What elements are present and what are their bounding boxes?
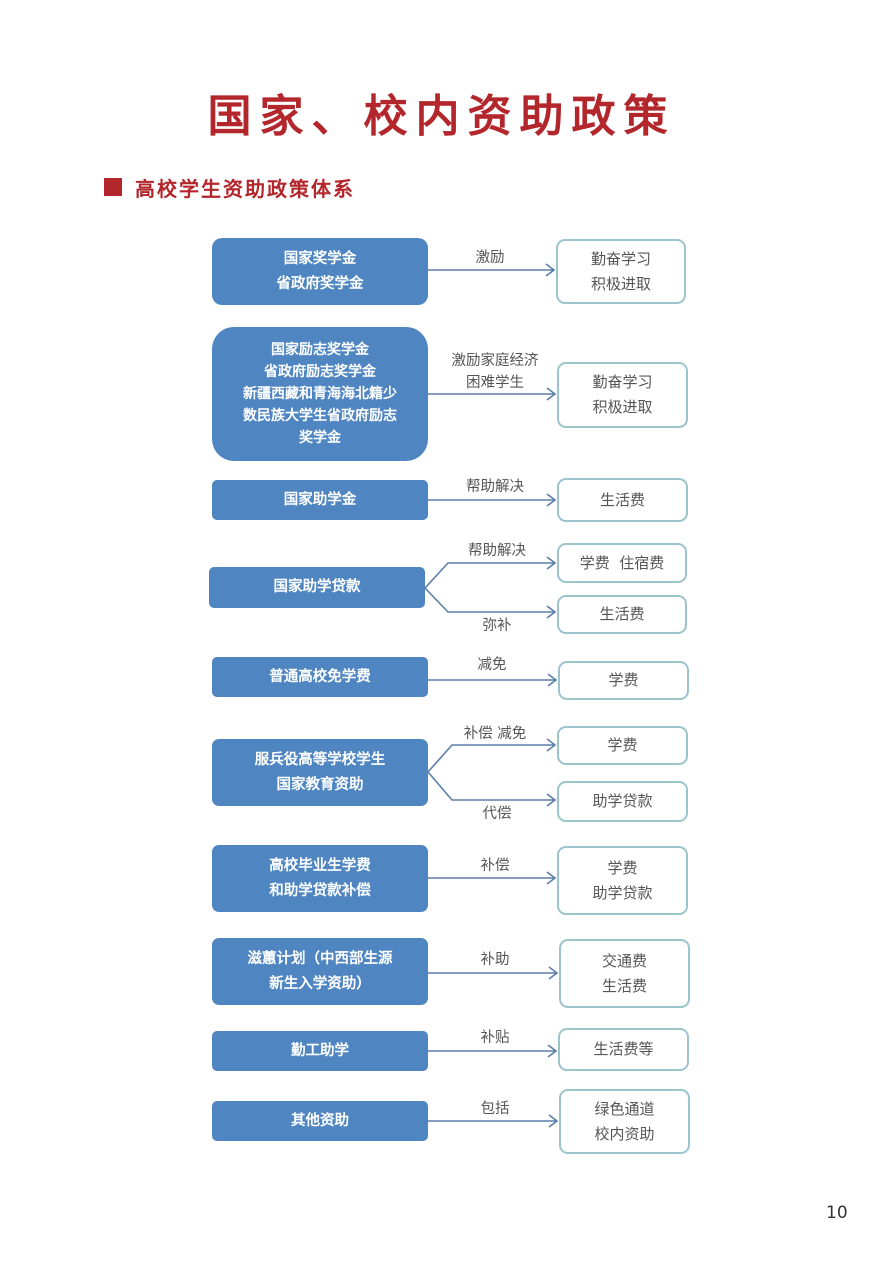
policy-box: 国家助学贷款 — [209, 567, 425, 608]
outcome-line: 校内资助 — [594, 1124, 655, 1143]
arrow-label: 包括 — [435, 1098, 555, 1120]
arrow-label: 减免 — [432, 654, 552, 676]
policy-box: 国家助学金 — [212, 480, 428, 520]
policy-name-line: 国家励志奖学金 — [271, 342, 369, 358]
outcome-line: 学费 — [607, 858, 638, 877]
policy-name-line: 和助学贷款补偿 — [269, 882, 371, 899]
page-title: 国家、校内资助政策 — [207, 91, 676, 142]
arrow-label: 帮助解决 — [468, 543, 526, 559]
outcome-line: 积极进取 — [592, 398, 653, 416]
policy-box: 其他资助 — [212, 1101, 428, 1141]
arrow-label: 代偿 — [482, 806, 512, 822]
outcome-line: 学费 — [608, 671, 639, 689]
arrow-label-line: 包括 — [480, 1101, 510, 1117]
policy-name-line: 勤工助学 — [291, 1042, 349, 1059]
outcome-line: 助学贷款 — [592, 883, 653, 902]
outcome-box: 学费 — [557, 726, 688, 765]
outcome-box: 交通费生活费 — [559, 939, 690, 1008]
arrow-label-line: 减免 — [477, 657, 507, 673]
outcome-line: 生活费 — [599, 605, 645, 623]
arrow-label: 补助 — [435, 949, 555, 971]
section-marker — [104, 178, 122, 196]
outcome-line: 学费 住宿费 — [579, 553, 665, 572]
arrow-label-line: 困难学生 — [466, 375, 524, 391]
arrow-label-line: 补偿 — [480, 858, 510, 874]
policy-name-line: 国家助学贷款 — [273, 579, 361, 595]
policy-name-line: 服兵役高等学校学生 — [254, 751, 386, 768]
arrow-label-line: 补助 — [480, 952, 510, 968]
arrow-label: 补贴 — [435, 1027, 555, 1049]
arrow-label: 补偿 减免 — [463, 726, 527, 742]
arrow-label-line: 激励家庭经济 — [451, 353, 539, 369]
policy-name-line: 高校毕业生学费 — [269, 857, 371, 874]
outcome-line: 学费 — [607, 736, 638, 754]
arrow-label: 弥补 — [482, 618, 512, 634]
policy-name-line: 数民族大学生省政府励志 — [243, 408, 397, 424]
policy-name-line: 国家奖学金 — [283, 250, 357, 267]
policy-name-line: 省政府励志奖学金 — [264, 364, 376, 380]
outcome-line: 生活费 — [599, 490, 645, 509]
outcome-box: 学费 — [558, 661, 689, 700]
outcome-line: 勤奋学习 — [592, 373, 653, 391]
policy-name-line: 国家助学金 — [283, 491, 357, 508]
outcome-box: 勤奋学习积极进取 — [556, 239, 686, 304]
outcome-line: 绿色通道 — [594, 1099, 655, 1118]
arrow-label: 补偿 — [435, 855, 555, 877]
outcome-box: 学费 住宿费 — [557, 543, 687, 583]
outcome-box: 生活费 — [557, 478, 688, 522]
outcome-box: 生活费等 — [558, 1028, 689, 1071]
policy-name-line: 普通高校免学费 — [269, 668, 371, 685]
policy-box: 勤工助学 — [212, 1031, 428, 1071]
policy-name-line: 新生入学资助） — [269, 975, 371, 992]
policy-name-line: 其他资助 — [291, 1112, 349, 1129]
section-heading: 高校学生资助政策体系 — [135, 177, 355, 201]
outcome-line: 生活费 — [601, 976, 647, 995]
policy-box: 高校毕业生学费和助学贷款补偿 — [212, 845, 428, 912]
outcome-box: 助学贷款 — [557, 781, 688, 822]
policy-name-line: 国家教育资助 — [276, 776, 364, 793]
policy-box: 国家奖学金省政府奖学金 — [212, 238, 428, 305]
arrow-label-line: 补贴 — [480, 1030, 510, 1046]
policy-box: 国家励志奖学金省政府励志奖学金新疆西藏和青海海北籍少数民族大学生省政府励志奖学金 — [212, 327, 428, 461]
outcome-box: 勤奋学习积极进取 — [557, 362, 688, 428]
policy-name-line: 奖学金 — [299, 430, 341, 446]
outcome-line: 勤奋学习 — [590, 249, 651, 268]
outcome-line: 交通费 — [601, 951, 647, 970]
outcome-line: 积极进取 — [590, 274, 651, 293]
arrow-label-line: 帮助解决 — [466, 479, 524, 495]
page-number: 10 — [826, 1203, 848, 1223]
outcome-box: 生活费 — [557, 595, 687, 634]
outcome-line: 生活费等 — [593, 1040, 654, 1058]
arrow-label-line: 激励 — [475, 250, 505, 266]
policy-box: 普通高校免学费 — [212, 657, 428, 697]
policy-box: 服兵役高等学校学生国家教育资助 — [212, 739, 428, 806]
policy-name-line: 省政府奖学金 — [276, 275, 364, 292]
outcome-line: 助学贷款 — [592, 792, 653, 810]
outcome-box: 绿色通道校内资助 — [559, 1089, 690, 1154]
arrow-label: 帮助解决 — [435, 476, 555, 498]
policy-box: 滋蕙计划（中西部生源新生入学资助） — [212, 938, 428, 1005]
arrow-label: 激励 — [430, 247, 550, 269]
arrow-label: 激励家庭经济困难学生 — [435, 350, 555, 394]
policy-name-line: 滋蕙计划（中西部生源 — [247, 950, 393, 967]
outcome-box: 学费助学贷款 — [557, 846, 688, 915]
policy-name-line: 新疆西藏和青海海北籍少 — [243, 386, 397, 402]
